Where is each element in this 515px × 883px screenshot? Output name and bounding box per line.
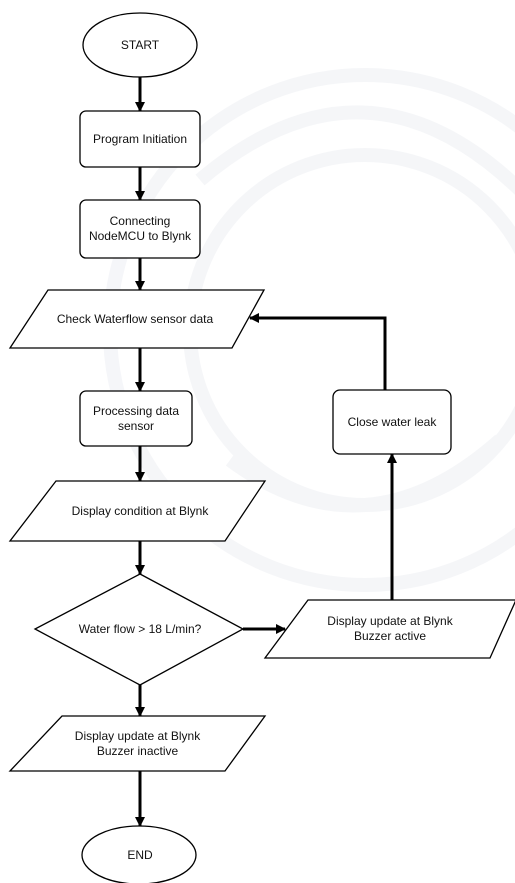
display-active-label: Display update at Blynk Buzzer active [327,614,453,643]
display-condition-label: Display condition at Blynk [71,503,209,518]
connect-process [79,199,201,259]
program-init-label: Program Initiation [92,131,188,146]
end-label: END [127,847,153,862]
display-inactive-io [8,715,267,772]
decision-diamond [33,573,245,686]
check-sensor-label: Check Waterflow sensor data [56,311,214,326]
processing-process [79,390,193,447]
start-label: START [120,37,160,52]
close-leak-process [332,389,452,455]
close-leak-label: Close water leak [347,414,437,429]
start-terminal [82,12,198,78]
program-init-process [79,110,201,168]
display-inactive-label: Display update at Blynk Buzzer inactive [74,728,201,758]
check-sensor-io [8,289,266,349]
end-terminal [81,825,197,883]
decision-label: Water flow > 18 L/min? [78,621,202,636]
edge-close-leak-to-check [249,313,387,390]
processing-label: Processing data sensor [92,403,180,433]
display-condition-io [8,480,267,542]
display-active-io [263,599,515,659]
connect-label: Connecting NodeMCU to Blynk [88,214,192,243]
